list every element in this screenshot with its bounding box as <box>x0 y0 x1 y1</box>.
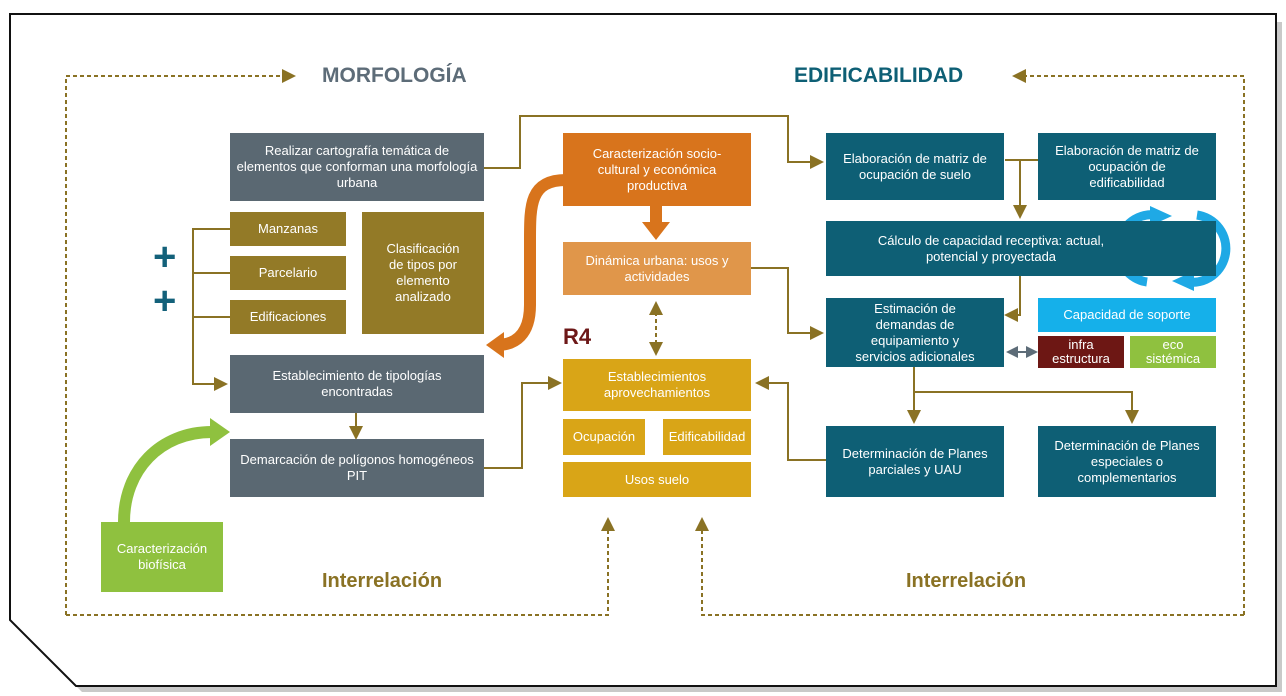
demarcacion-box: Demarcación de polígonos homogéneos PIT <box>230 439 484 497</box>
socio-cultural-box: Caracterización socio-cultural y económi… <box>563 133 751 206</box>
edificabilidad-title: EDIFICABILIDAD <box>794 64 964 87</box>
planes-especiales-box: Determinación de Planes especiales o com… <box>1038 426 1216 497</box>
orange-arrow-head <box>486 332 504 358</box>
ocupacion-box: Ocupación <box>563 419 645 455</box>
capacidad-soporte-box: Capacidad de soporte <box>1038 298 1216 332</box>
green-arrow-head <box>210 418 230 446</box>
green-curved-arrow <box>118 426 213 523</box>
plus-icon-top: + <box>153 235 177 279</box>
plus-icon-bottom: + <box>153 279 177 323</box>
orange-down-arrow <box>650 206 662 224</box>
biofisica-box: Caracterización biofísica <box>101 522 223 592</box>
planes-parciales-box: Determinación de Planes parciales y UAU <box>826 426 1004 497</box>
tipologias-box: Establecimiento de tipologías encontrada… <box>230 355 484 413</box>
clasificacion-box: Clasificación de tipos por elemento anal… <box>362 212 484 334</box>
usos-suelo-box: Usos suelo <box>563 462 751 497</box>
establecimientos-box: Establecimientos aprovechamientos <box>563 359 751 411</box>
edificabilidad-box: Edificabilidad <box>663 419 751 455</box>
r4-tag: R4 <box>563 324 592 349</box>
interrelation-dashed-paths <box>65 69 1245 616</box>
matriz-edificabilidad-box: Elaboración de matriz de ocupación de ed… <box>1038 133 1216 200</box>
parcelario-box: Parcelario <box>230 256 346 290</box>
estimacion-demandas-box: Estimación de demandas de equipamiento y… <box>826 298 1004 367</box>
dinamica-urbana-box: Dinámica urbana: usos y actividades <box>563 242 751 295</box>
interrelacion-right-label: Interrelación <box>906 570 1027 592</box>
matriz-suelo-box: Elaboración de matriz de ocupación de su… <box>826 133 1004 200</box>
flow-paths <box>192 115 1139 469</box>
capacidad-receptiva-box: Cálculo de capacidad receptiva: actual, … <box>826 221 1216 276</box>
infra-estructura-box: infra estructura <box>1038 336 1124 368</box>
interrelacion-left-label: Interrelación <box>322 570 443 592</box>
cartografia-box: Realizar cartografía temática de element… <box>230 133 484 201</box>
morfologia-title: MORFOLOGÍA <box>322 64 467 87</box>
orange-curved-arrow <box>496 174 567 351</box>
eco-sistemica-box: eco sistémica <box>1130 336 1216 368</box>
manzanas-box: Manzanas <box>230 212 346 246</box>
edificaciones-box: Edificaciones <box>230 300 346 334</box>
